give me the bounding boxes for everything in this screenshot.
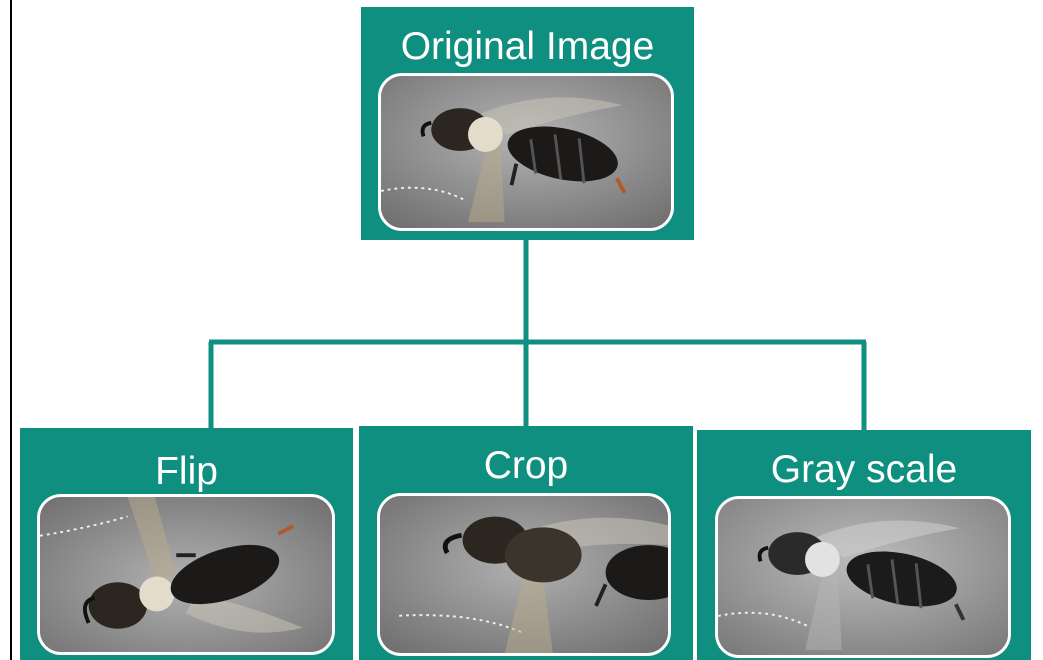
gray-scale-label: Gray scale	[697, 450, 1031, 489]
original-image-box: Original Image	[361, 7, 694, 240]
crop-label: Crop	[359, 446, 693, 485]
original-bee-image	[378, 73, 674, 231]
original-image-label: Original Image	[361, 27, 694, 66]
cropped-bee-image	[377, 493, 671, 656]
crop-box: Crop	[359, 426, 693, 660]
gray-scale-box: Gray scale	[697, 430, 1031, 660]
flip-box: Flip	[20, 428, 353, 660]
flipped-bee-image	[37, 494, 335, 655]
grayscale-bee-image	[715, 496, 1011, 658]
flip-label: Flip	[20, 452, 353, 491]
